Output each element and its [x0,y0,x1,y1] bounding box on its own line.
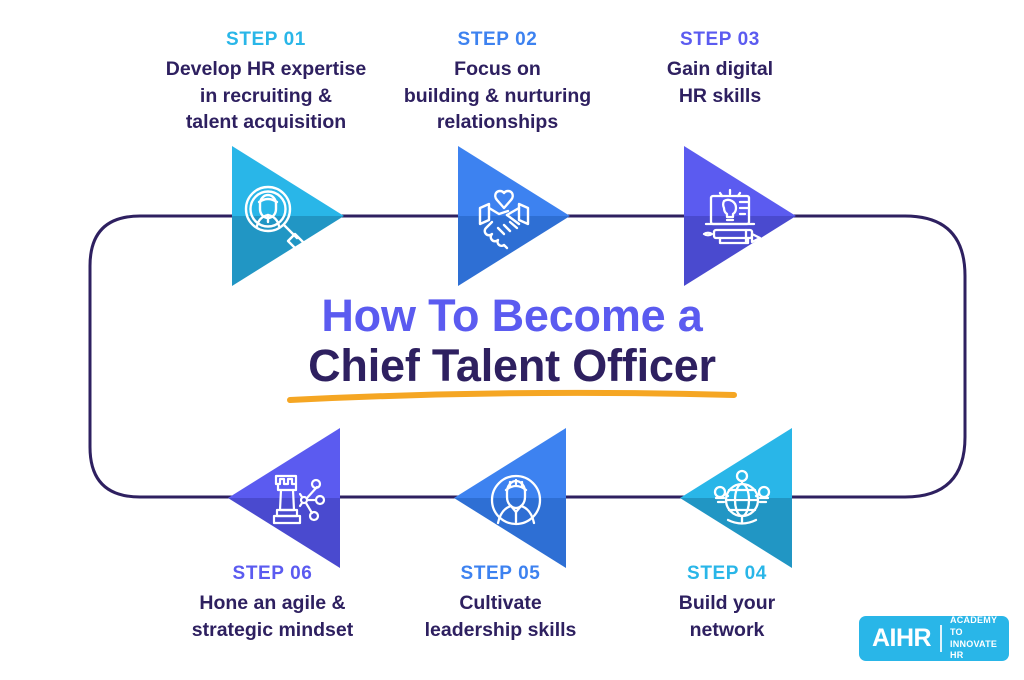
chess-rook-network-icon [272,474,326,525]
step-triangle-2[interactable] [458,146,570,286]
step-number-3: STEP 03 [680,29,760,50]
step-description-1: Develop HR expertise in recruiting & tal… [165,58,367,134]
step-block-2: STEP 02 Focus on building & nurturing re… [370,30,625,136]
step-block-4: STEP 04 Build your network [618,564,836,643]
step-description-4: Build your network [678,592,776,641]
logo-tagline-line-1: ACADEMY TO [949,614,998,637]
digital-learning-icon [702,188,762,245]
step-number-4: STEP 04 [687,563,767,584]
main-title: How To Become a Chief Talent Officer [0,290,1024,404]
step-description-2: Focus on building & nurturing relationsh… [403,58,592,134]
step-number-2: STEP 02 [457,29,538,50]
logo-wordmark: AIHR [872,624,932,652]
step-block-5: STEP 05 Cultivate leadership skills [388,564,613,643]
leader-portrait-icon [490,474,542,526]
aihr-logo[interactable]: AIHR ACADEMY TO INNOVATE HR [859,615,1009,663]
step-description-6: Hone an agile & strategic mindset [191,592,354,641]
step-block-1: STEP 01 Develop HR expertise in recruiti… [135,30,397,136]
logo-divider [940,625,942,652]
handshake-heart-icon [478,189,530,250]
step-triangle-1[interactable] [232,146,344,286]
title-underline [287,390,737,404]
step-triangle-6[interactable] [228,428,340,568]
step-description-5: Cultivate leadership skills [424,592,577,641]
step-description-3: Gain digital HR skills [666,58,774,107]
step-triangle-3[interactable] [684,146,796,286]
step-block-3: STEP 03 Gain digital HR skills [605,30,835,109]
step-number-1: STEP 01 [226,29,306,50]
step-triangle-4[interactable] [680,428,792,568]
step-triangle-5[interactable] [454,428,566,568]
step-block-6: STEP 06 Hone an agile & strategic mindse… [160,564,385,643]
magnifier-person-icon [244,185,308,254]
title-line-2: Chief Talent Officer [308,340,716,392]
step-number-5: STEP 05 [460,563,541,584]
title-line-1: How To Become a [321,290,703,341]
step-number-6: STEP 06 [232,563,313,584]
logo-tagline: ACADEMY TO INNOVATE HR [950,615,1009,663]
global-network-icon [713,469,771,525]
logo-tagline-line-2: INNOVATE HR [949,638,998,661]
